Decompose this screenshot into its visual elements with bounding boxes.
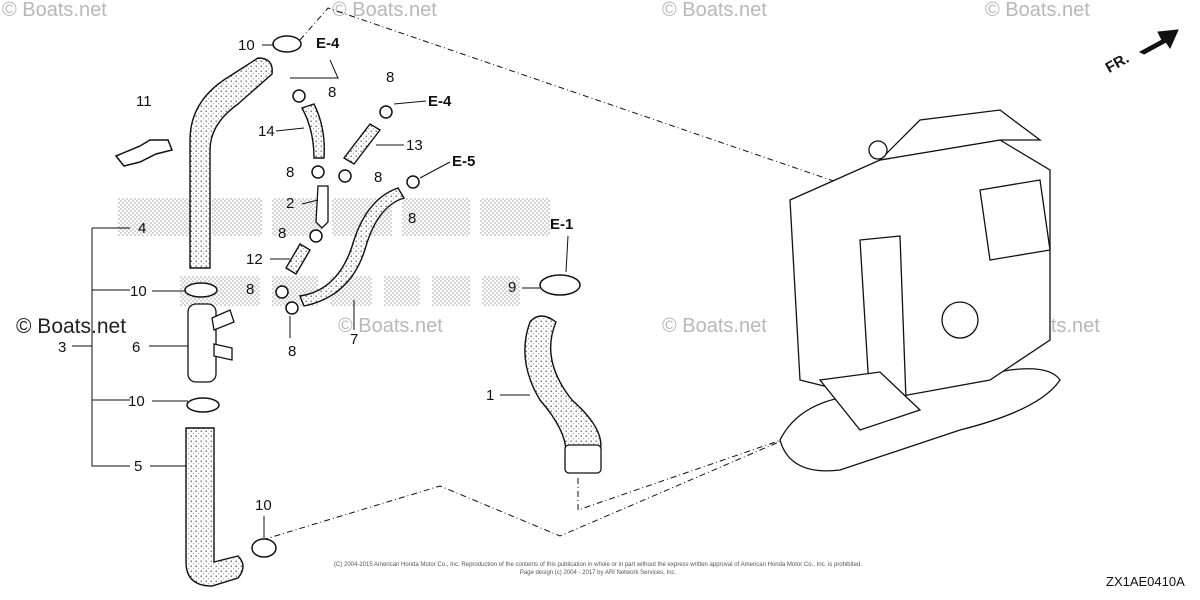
front-label: FR. xyxy=(1103,50,1132,77)
clamp-10-bottom xyxy=(251,538,277,558)
reference-e4-right: E-4 xyxy=(428,93,452,110)
label-1: 1 xyxy=(486,387,494,404)
diagram-code: ZX1AE0410A xyxy=(1106,574,1185,589)
hose-1-cuff xyxy=(564,444,602,474)
watermark-text: © Boats.net xyxy=(332,0,437,21)
watermark-text: © Boats.net xyxy=(662,0,767,21)
reference-e5: E-5 xyxy=(452,153,475,170)
part-labels: 10 8 8 11 14 13 8 8 2 8 4 8 12 10 8 9 7 … xyxy=(58,37,516,514)
label-8: 8 xyxy=(374,169,382,186)
clip-11 xyxy=(114,139,174,167)
label-leaders xyxy=(72,44,540,538)
label-6: 6 xyxy=(132,339,140,356)
label-4: 4 xyxy=(138,220,146,237)
label-11: 11 xyxy=(136,93,152,110)
clamp-9 xyxy=(539,274,581,296)
label-10-top: 10 xyxy=(238,37,255,54)
joint-6 xyxy=(187,303,235,383)
hose-14 xyxy=(300,103,325,159)
arrow-to-e5 xyxy=(419,161,451,179)
label-8: 8 xyxy=(246,281,254,298)
label-8: 8 xyxy=(288,343,296,360)
copyright-line-2: Page design (c) 2004 - 2017 by ARI Netwo… xyxy=(520,570,677,576)
label-10-upper: 10 xyxy=(130,283,147,300)
brand-logo-watermark xyxy=(118,198,550,306)
reference-e4-top: E-4 xyxy=(316,35,340,52)
fitting-2 xyxy=(315,185,329,229)
watermark-text: © Boats.net xyxy=(338,315,443,337)
label-7: 7 xyxy=(350,331,358,348)
hose-7 xyxy=(299,187,406,307)
copyright-line-1: (C) 2004-2015 American Honda Motor Co., … xyxy=(334,562,862,568)
hose-12 xyxy=(285,243,311,275)
label-8: 8 xyxy=(278,225,286,242)
arrow-to-e4 xyxy=(393,100,427,105)
label-8: 8 xyxy=(408,210,416,227)
watermark-text-dark: © Boats.net xyxy=(16,315,126,338)
label-13: 13 xyxy=(406,137,423,154)
hose-4 xyxy=(189,57,273,269)
hose-13 xyxy=(342,123,382,165)
clamp-10-upper xyxy=(184,282,218,298)
watermark-row-top: © Boats.net © Boats.net © Boats.net © Bo… xyxy=(2,0,1090,21)
label-8: 8 xyxy=(386,69,394,86)
front-arrow-icon xyxy=(1138,29,1179,55)
label-8: 8 xyxy=(286,164,294,181)
watermark-text: © Boats.net xyxy=(985,0,1090,21)
label-14: 14 xyxy=(258,123,275,140)
engine-assembly xyxy=(779,109,1061,472)
clamp-10-top xyxy=(272,35,302,53)
label-9: 9 xyxy=(508,279,516,296)
label-10-lower: 10 xyxy=(128,393,145,410)
clamps-8 xyxy=(275,89,420,315)
label-8: 8 xyxy=(328,84,336,101)
label-12: 12 xyxy=(246,251,263,268)
hose-5 xyxy=(185,427,244,587)
hose-1 xyxy=(524,315,602,453)
reference-callouts: E-4 E-4 E-5 E-1 xyxy=(316,35,573,273)
label-5: 5 xyxy=(134,458,142,475)
label-10-bottom: 10 xyxy=(255,497,272,514)
reference-e1: E-1 xyxy=(550,216,573,233)
front-direction-indicator: FR. xyxy=(1103,29,1179,77)
arrow-to-e1 xyxy=(565,235,569,273)
leader-lines xyxy=(91,7,901,541)
label-3: 3 xyxy=(58,339,66,356)
watermark-text: © Boats.net xyxy=(662,315,767,337)
watermark-text: © Boats.net xyxy=(2,0,107,21)
clamp-10-lower xyxy=(186,397,220,413)
label-2: 2 xyxy=(286,195,294,212)
